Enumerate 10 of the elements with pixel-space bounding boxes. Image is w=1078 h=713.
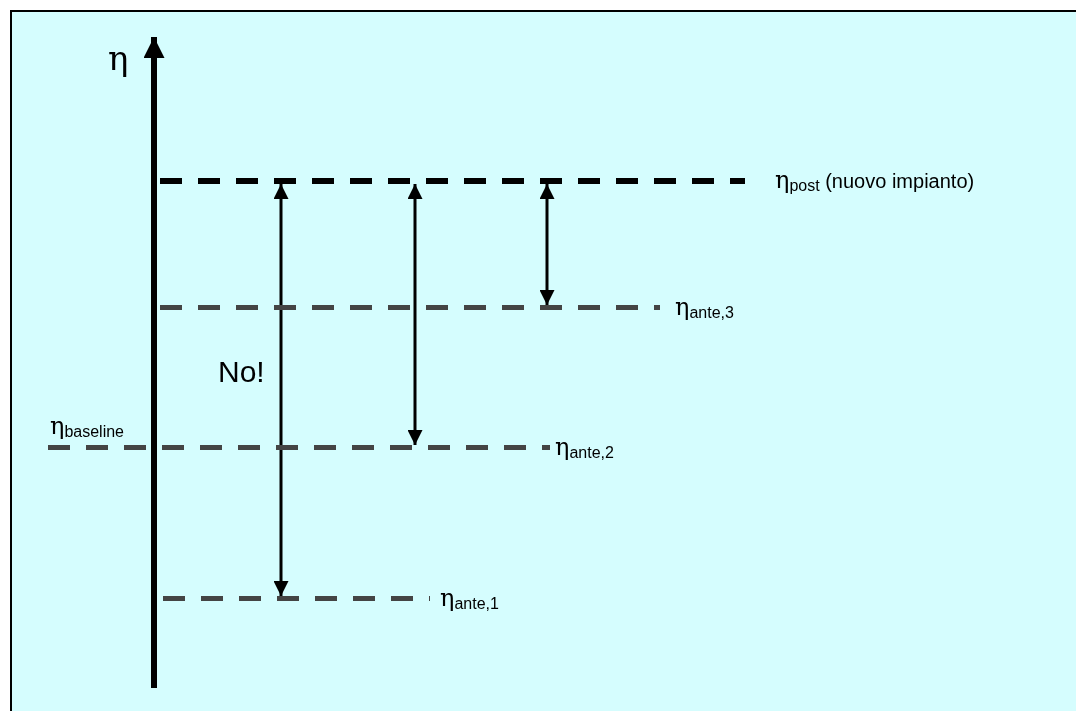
level-label: η$_{ante,2}$ bbox=[555, 433, 614, 462]
level-label: η$_{ante,3}$ bbox=[675, 293, 734, 322]
double-arrow bbox=[539, 184, 555, 305]
axis-label: η bbox=[108, 38, 129, 78]
double-arrow bbox=[407, 184, 423, 445]
note-text: No! bbox=[218, 355, 265, 389]
level-label: η$_{ante,1}$ bbox=[440, 584, 499, 613]
level-label: η$_{post}$ (nuovo impianto) bbox=[775, 166, 975, 195]
level-label: η$_{baseline}$ bbox=[50, 412, 124, 441]
double-arrow bbox=[273, 184, 289, 596]
